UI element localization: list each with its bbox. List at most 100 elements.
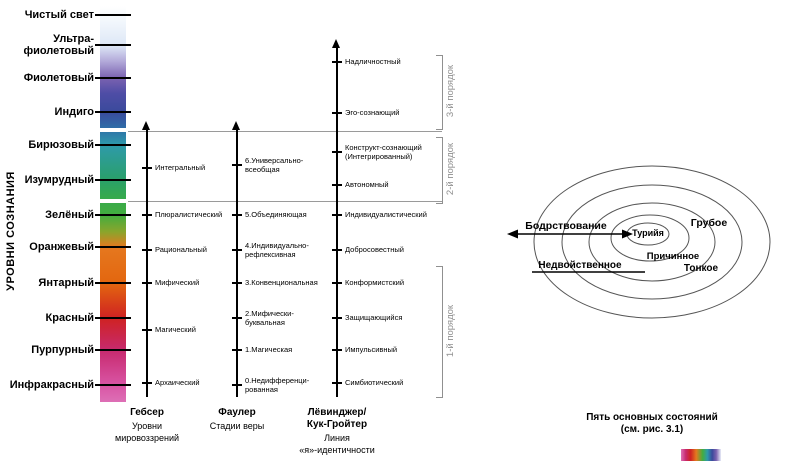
tick-mark (232, 164, 242, 166)
tick-mark (332, 317, 342, 319)
spectrum-bar (100, 6, 126, 402)
loevinger-column-header: Лёвинджер/Кук-Гройтер (306, 407, 368, 430)
tick-mark (332, 61, 342, 63)
state-causal-label: Причинное (646, 251, 700, 262)
state-turiya-label: Турийя (632, 228, 664, 238)
tick-mark (142, 214, 152, 216)
loevinger-stage: Автономный (345, 180, 389, 189)
tick-mark (95, 111, 131, 113)
tick-mark (332, 112, 342, 114)
tier-divider-line (128, 131, 442, 132)
gebser-axis-arrowhead (142, 121, 150, 130)
tick-mark (232, 214, 242, 216)
fowler-stage: 4.Индивидуально-рефлексивная (245, 241, 309, 259)
gebser-stage: Мифический (155, 278, 200, 287)
fowler-column-subheader: Стадии веры (209, 421, 265, 431)
fowler-column-header: Фаулер (218, 407, 256, 418)
tick-mark (332, 151, 342, 153)
fowler-stage: 1.Магическая (245, 345, 293, 354)
state-waking-label: Бодрствование (525, 220, 607, 232)
gebser-stage: Плюралистический (155, 210, 223, 219)
gebser-stage: Магический (155, 325, 196, 334)
gebser-column-header: Гебсер (130, 407, 164, 418)
loevinger-stage: Добросовестный (345, 245, 404, 254)
loevinger-stage: Защищающийся (345, 313, 403, 322)
gebser-stage: Архаический (155, 378, 200, 387)
tick-mark (232, 249, 242, 251)
tick-mark (95, 317, 131, 319)
fowler-stage: 3.Конвенциональная (245, 278, 318, 287)
tick-mark (95, 246, 131, 248)
level-emerald: Изумрудный (24, 174, 94, 186)
fowler-stage: 2.Мифически-буквальная (245, 309, 294, 327)
tick-mark (95, 44, 131, 46)
level-green: Зелёный (45, 209, 94, 221)
order-2-label: 2-й порядок (445, 142, 456, 196)
loevinger-stage: Конформистский (345, 278, 405, 287)
arrowhead-left-icon (507, 229, 518, 239)
fowler-stage: 5.Объединяющая (245, 210, 307, 219)
order-2-bracket (436, 137, 443, 204)
state-subtle-label: Тонкое (683, 263, 719, 274)
level-indigo: Индиго (54, 106, 94, 118)
tick-mark (142, 329, 152, 331)
level-purple: Пурпурный (31, 344, 94, 356)
gebser-stage: Рациональный (155, 245, 207, 254)
tier-divider-line (128, 201, 442, 202)
state-ring-3 (588, 202, 716, 282)
tick-mark (95, 14, 131, 16)
tick-mark (95, 282, 131, 284)
tick-mark (95, 77, 131, 79)
state-ring-4 (610, 214, 690, 262)
tick-mark (142, 249, 152, 251)
state-ring-outer (533, 165, 771, 319)
tick-mark (95, 384, 131, 386)
tick-mark (95, 214, 131, 216)
tick-mark (95, 144, 131, 146)
tick-mark (232, 282, 242, 284)
loevinger-stage: Надличностный (345, 57, 401, 66)
tick-mark (142, 382, 152, 384)
tick-mark (232, 317, 242, 319)
loevinger-stage: Симбиотический (345, 378, 404, 387)
level-ultraviolet: Ультра-фиолетовый (23, 33, 94, 57)
loevinger-stage: Индивидуалистический (345, 210, 427, 219)
level-orange: Оранжевый (29, 241, 94, 253)
level-red: Красный (45, 312, 94, 324)
tick-mark (332, 184, 342, 186)
fowler-axis-arrowhead (232, 121, 240, 130)
states-ellipses-figure (507, 165, 771, 319)
state-gross-label: Грубое (690, 217, 728, 229)
tier-gap (98, 199, 128, 203)
arrowhead-right-icon (622, 229, 633, 239)
loevinger-stage: Конструкт-сознающий(Интегрированный) (345, 143, 422, 161)
fowler-stage: 0.Недифференци-рованная (245, 376, 310, 394)
level-turquoise: Бирюзовый (28, 139, 94, 151)
order-1-label: 1-й порядок (445, 304, 456, 358)
order-1-bracket (436, 266, 443, 398)
tick-mark (95, 349, 131, 351)
loevinger-axis-arrowhead (332, 39, 340, 48)
states-title: Пять основных состояний(см. рис. 3.1) (586, 412, 718, 435)
tick-mark (95, 179, 131, 181)
tick-mark (332, 249, 342, 251)
y-axis-title: УРОВНИ СОЗНАНИЯ (5, 171, 17, 291)
tick-mark (332, 214, 342, 216)
fowler-axis-line (236, 130, 238, 397)
order-3-bracket (436, 55, 443, 130)
level-clear-light: Чистый свет (24, 9, 94, 21)
gebser-axis-line (146, 130, 148, 397)
tick-mark (232, 384, 242, 386)
level-infrared: Инфракрасный (9, 379, 94, 391)
state-nondual-label: Недвойственное (538, 260, 622, 271)
loevinger-stage: Импульсивный (345, 345, 398, 354)
loevinger-column-subheader: Линия«я»-идентичности (299, 433, 375, 455)
tick-mark (332, 282, 342, 284)
loevinger-axis-line (336, 48, 338, 397)
tick-mark (332, 349, 342, 351)
loevinger-stage: Эго-сознающий (345, 108, 400, 117)
tick-mark (232, 349, 242, 351)
state-ring-2 (561, 184, 743, 300)
